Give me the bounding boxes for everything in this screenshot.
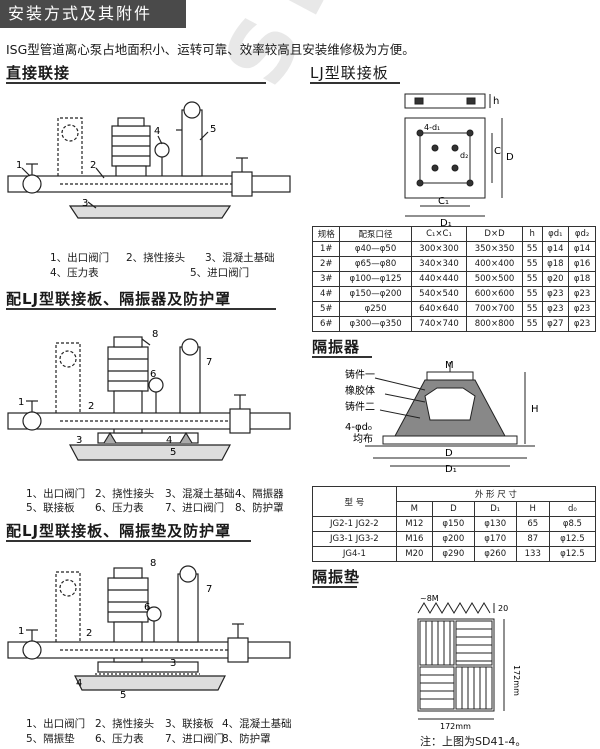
divider [6,540,251,542]
callout-8: 8 [150,558,156,569]
isolator-label-rubber: 橡胶体 [345,384,375,397]
dim-C: C [494,146,501,157]
divider [312,356,372,358]
callout-1: 1 [18,626,24,637]
callout-3: 3 [82,198,88,209]
dim-hole: 4-d₁ [424,123,440,132]
legend-item: 4、混凝土基础 [222,718,292,730]
legend-item: 1、出口阀门 [26,488,86,500]
isolator-label-M: M [445,360,454,371]
legend-item: 1、出口阀门 [26,718,86,730]
pad-dim-width: 172mm [440,722,471,731]
isolator-label-holes: 4-φd₀ [345,422,372,433]
legend-item: 4、隔振器 [235,488,284,500]
divider [6,82,266,84]
lj-plate-drawing: h 4-d₁ D C C₁ D₁ d₂ [404,93,514,228]
callout-1: 1 [18,397,24,408]
callout-6: 6 [150,369,156,380]
legend-item: 6、压力表 [95,502,144,514]
callout-4: 4 [76,678,82,689]
callout-5: 5 [210,124,216,135]
legend-item: 2、挠性接头 [126,252,186,264]
legend-item: 3、联接板 [165,718,214,730]
legend-item: 4、压力表 [50,267,99,279]
legend-item: 1、出口阀门 [50,252,110,264]
legend-item: 8、防护罩 [222,733,271,745]
legend-item: 2、挠性接头 [95,488,155,500]
direct-coupling-diagram: 1 2 3 4 5 [7,101,291,219]
isolator-title: 隔振器 [312,338,361,356]
isolator-label-casting2: 铸件二 [345,400,375,413]
lj-title: LJ型联接板 [310,64,389,82]
callout-1: 1 [16,160,22,171]
divider [312,586,357,588]
pad-dim-top: ~8M [420,595,439,603]
callout-5: 5 [170,447,176,458]
page-title: 安装方式及其附件 [0,0,186,28]
legend-item: 2、挠性接头 [95,718,155,730]
isolator-label-D1: D₁ [445,464,457,473]
legend-item: 5、联接板 [26,502,75,514]
legend-item: 5、进口阀门 [190,267,250,279]
legend-item: 3、混凝土基础 [205,252,275,264]
isolator-label-H: H [531,404,539,415]
callout-3: 3 [170,658,176,669]
section-direct-title: 直接联接 [6,64,71,82]
callout-7: 7 [206,357,212,368]
dim-d2: d₂ [460,151,468,160]
pad-title: 隔振垫 [312,568,361,586]
isolator-label-casting1: 铸件一 [345,368,375,381]
isolator-label-D: D [445,448,453,459]
legend-item: 8、防护罩 [235,502,284,514]
pad-dim-side: 20 [498,604,508,613]
dim-D1: D₁ [440,218,452,228]
legend-item: 3、混凝土基础 [165,488,235,500]
legend-item: 7、进口阀门 [165,502,225,514]
lj-pad-diagram: 1 2 3 4 5 6 7 8 [7,558,291,701]
pad-drawing: ~8M 20 172mm 172mm [417,595,521,731]
divider [6,308,276,310]
divider [310,82,400,84]
callout-2: 2 [90,160,96,171]
callout-7: 7 [206,584,212,595]
legend-item: 6、压力表 [95,733,144,745]
lj-isolator-diagram: 1 2 3 4 5 6 7 8 [7,329,291,461]
callout-4: 4 [154,126,160,137]
legend-item: 7、进口阀门 [165,733,225,745]
section-isolator-title: 配LJ型联接板、隔振器及防护罩 [6,290,232,308]
section-pad-title: 配LJ型联接板、隔振垫及防护罩 [6,522,232,540]
intro-text: ISG型管道离心泵占地面积小、运转可靠、效率较高且安装维修极为方便。 [6,42,415,57]
dim-D: D [506,152,514,163]
pad-dim-height: 172mm [512,665,521,696]
callout-5: 5 [120,690,126,701]
callout-3: 3 [76,435,82,446]
callout-6: 6 [144,602,150,613]
callout-2: 2 [88,401,94,412]
isolator-drawing: 铸件一 橡胶体 铸件二 4-φd₀ 均布 M H D D₁ [345,360,539,473]
callout-8: 8 [152,329,158,340]
legend-item: 5、隔振垫 [26,733,75,745]
pad-note: 注：上图为SD41-4。 [420,735,527,748]
callout-2: 2 [86,628,92,639]
dim-C1: C₁ [438,196,449,207]
dim-h: h [493,96,499,107]
isolator-label-even: 均布 [353,433,373,445]
callout-4: 4 [166,435,172,446]
